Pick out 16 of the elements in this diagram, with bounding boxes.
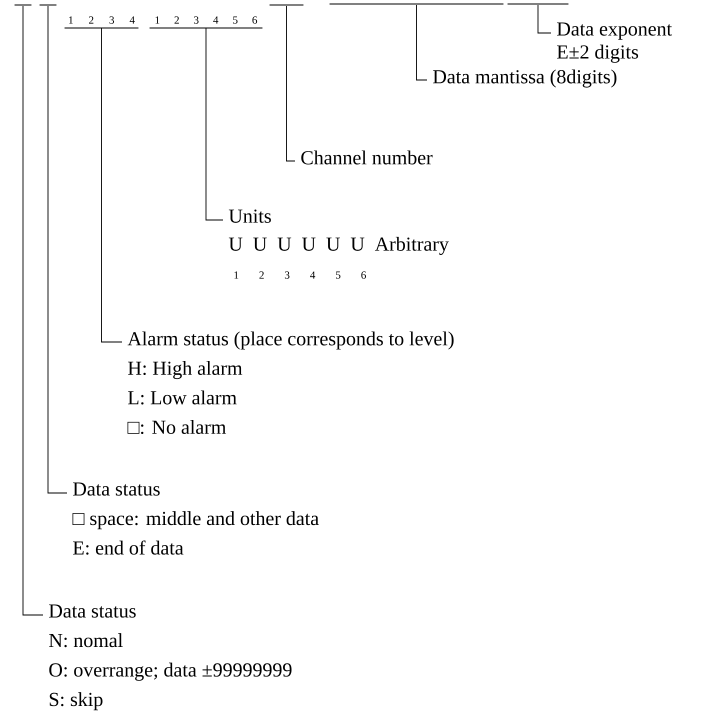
leader-line bbox=[48, 6, 68, 494]
leader-line bbox=[286, 6, 296, 162]
leader-line bbox=[206, 28, 224, 220]
field-description: Data exponent E±2 digits bbox=[557, 22, 672, 63]
field-description: Data status N: nomal O: overrange; data ±99999999 S: skip bbox=[49, 604, 292, 710]
leader-line bbox=[101, 28, 122, 342]
field-description: Channel number bbox=[301, 150, 433, 164]
leader-line bbox=[416, 4, 428, 80]
field-description: Alarm status (place corresponds to level) H: High alarm L: Low alarm □: No alarm bbox=[128, 331, 454, 434]
field-description: Data mantissa (8digits) bbox=[433, 69, 616, 88]
leader-line bbox=[22, 6, 44, 616]
field-description: Units U U U U U U Arbitrary 1 2 3 4 5 6 bbox=[228, 209, 449, 279]
digit-field-bar: 1 2 3 4 5 6 bbox=[149, 16, 263, 28]
digit-field-bar: 1 2 3 4 bbox=[64, 16, 139, 28]
leader-line bbox=[538, 4, 552, 34]
field-description: Data status □ space: middle and other data E: end of data bbox=[72, 482, 319, 555]
